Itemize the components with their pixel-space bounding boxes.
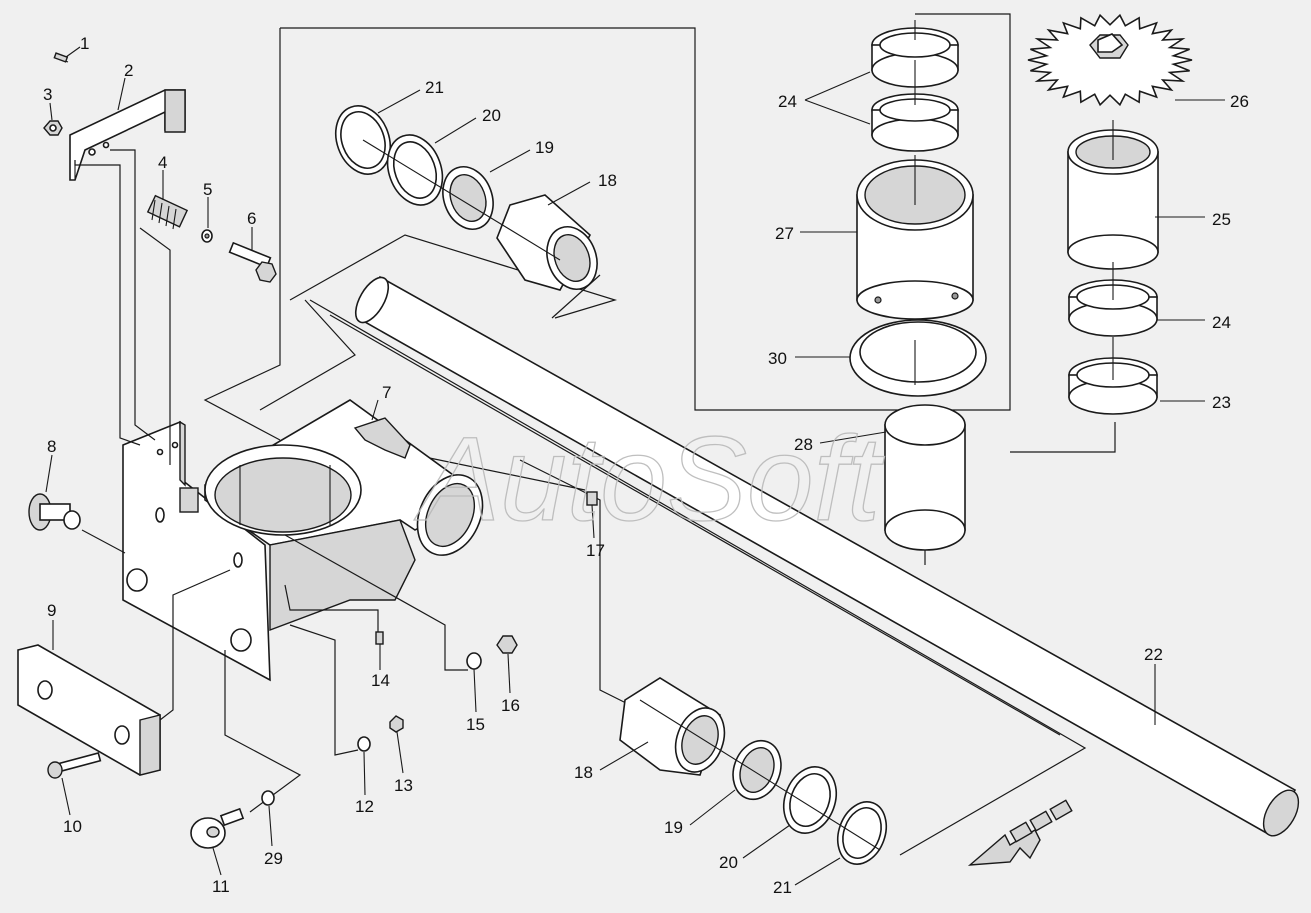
nut-3 [43,120,63,136]
callout-19-top: 19 [535,138,554,157]
callout-14: 14 [371,671,390,690]
callout-2: 2 [124,61,133,80]
callout-29: 29 [264,849,283,868]
screw-10 [47,751,102,779]
ring-21-bottom [639,699,888,865]
watermark: AutoSoft [414,412,885,546]
pin-1 [53,52,69,63]
gear-26 [1027,13,1193,107]
callout-20-top: 20 [482,106,501,125]
nut-13 [389,715,404,733]
callout-8: 8 [47,437,56,456]
callout-labels: 1 2 3 4 5 6 7 8 9 10 11 12 13 14 15 16 1… [43,34,1249,897]
callout-6: 6 [247,209,256,228]
callout-24-top: 24 [778,92,797,111]
washer-12 [289,624,371,756]
bushing-18-top [362,139,601,319]
direction-arrow-icon [967,799,1073,866]
callout-16: 16 [501,696,520,715]
bushing-28 [884,404,966,551]
callout-26: 26 [1230,92,1249,111]
callout-18-bottom: 18 [574,763,593,782]
ring-24-upper-2 [871,93,959,152]
callout-25: 25 [1212,210,1231,229]
seal-ring-30 [849,319,987,397]
washer-20-top [386,134,444,206]
callout-3: 3 [43,85,52,104]
callout-9: 9 [47,601,56,620]
callout-17: 17 [586,541,605,560]
assembly-frames [203,13,1116,856]
callout-22: 22 [1144,645,1163,664]
knob-8 [28,493,126,554]
bushing-18-bottom [619,677,726,776]
callout-27: 27 [775,224,794,243]
callout-15: 15 [466,715,485,734]
callout-24-right: 24 [1212,313,1231,332]
callout-18-top: 18 [598,171,617,190]
shaft-22 [354,275,1300,837]
washer-5 [201,229,213,243]
plate-9 [17,569,231,776]
seal-19-bottom [732,739,782,801]
spring-4 [146,194,189,230]
callout-21-top: 21 [425,78,444,97]
leader-lines [45,46,1225,886]
knob-11 [190,650,302,849]
callout-21-bottom: 21 [773,878,792,897]
callout-28: 28 [794,435,813,454]
callout-10: 10 [63,817,82,836]
callout-19-bottom: 19 [664,818,683,837]
bracket-2 [69,89,186,181]
callout-11: 11 [212,877,230,896]
callout-12: 12 [355,797,374,816]
callout-23: 23 [1212,393,1231,412]
callout-7: 7 [382,383,391,402]
washer-29 [261,790,275,806]
callout-13: 13 [394,776,413,795]
housing-7 [74,149,484,682]
callout-20-bottom: 20 [719,853,738,872]
nut-16 [496,635,518,654]
ring-24-lower [1068,279,1158,337]
callout-4: 4 [158,153,167,172]
callout-1: 1 [80,34,89,53]
callout-5: 5 [203,180,212,199]
bolt-6 [228,241,277,283]
callout-30: 30 [768,349,787,368]
